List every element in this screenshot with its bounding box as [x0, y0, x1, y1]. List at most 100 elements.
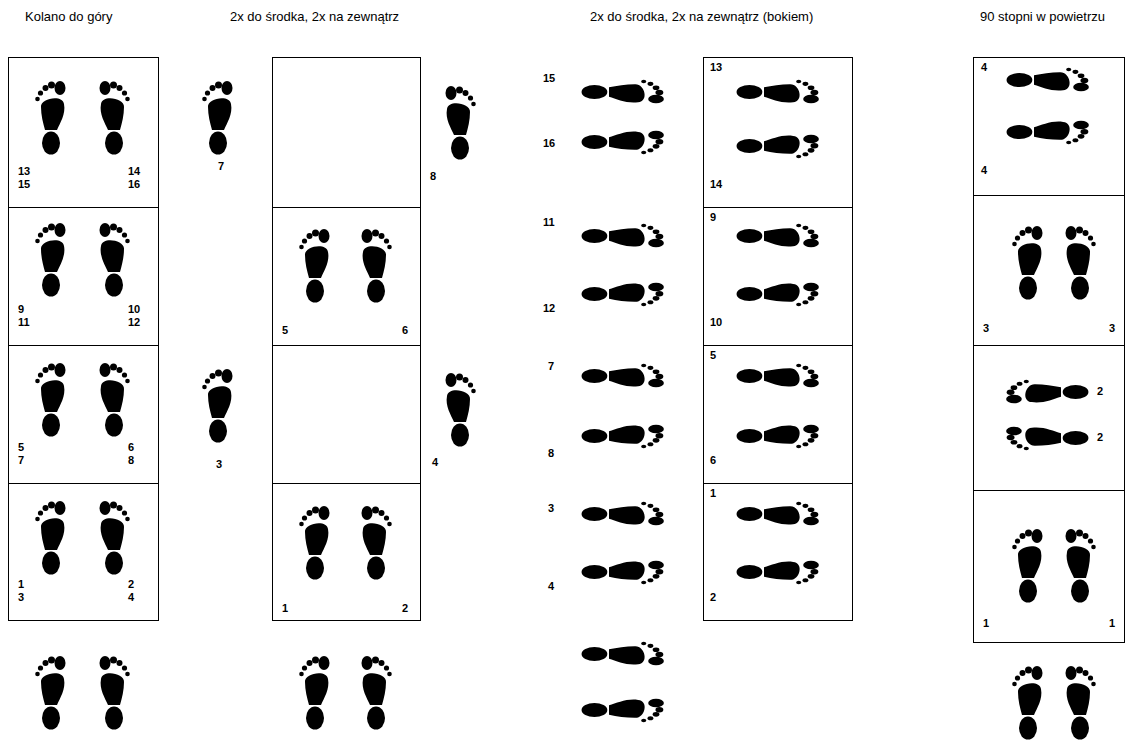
- foot-print: [35, 363, 65, 437]
- step-number: 4: [128, 591, 134, 604]
- step-number: 4: [548, 580, 554, 593]
- step-number: 3: [548, 502, 554, 515]
- foot-print: [446, 373, 476, 447]
- foot-print: [737, 135, 819, 159]
- step-number: 2: [710, 591, 716, 604]
- step-number: 4: [981, 61, 987, 74]
- step-number: 4: [432, 456, 438, 469]
- step-number: 1: [18, 578, 24, 591]
- step-number: 11: [543, 216, 555, 229]
- ladder-box: 12: [272, 483, 421, 621]
- foot-print: [446, 86, 476, 160]
- step-number: 4: [981, 164, 987, 177]
- foot-print: [100, 656, 130, 730]
- step-number: 3: [18, 591, 24, 604]
- foot-print: [299, 229, 329, 303]
- step-number: 3: [216, 458, 222, 471]
- foot-print: [1012, 529, 1042, 603]
- foot-print: [582, 642, 664, 666]
- foot-print: [100, 501, 130, 575]
- step-number: 8: [548, 447, 554, 460]
- step-number: 12: [128, 316, 140, 329]
- step-number: 2: [1097, 431, 1103, 444]
- ladder-box: 5678: [8, 345, 159, 484]
- step-number: 7: [218, 160, 224, 173]
- step-number: 5: [282, 324, 288, 337]
- foot-print: [737, 561, 819, 585]
- foot-print: [582, 425, 664, 449]
- foot-print: [582, 80, 664, 104]
- step-number: 16: [543, 137, 555, 150]
- ladder-box: 56: [272, 207, 421, 346]
- foot-print: [35, 223, 65, 297]
- foot-print: [1066, 226, 1096, 300]
- foot-print: [35, 656, 65, 730]
- foot-print: [1012, 666, 1042, 740]
- ladder-box: 12: [703, 483, 853, 621]
- foot-print: [35, 501, 65, 575]
- step-number: 7: [548, 360, 554, 373]
- foot-print: [582, 561, 664, 585]
- foot-print: [737, 283, 819, 307]
- column-title: 90 stopni w powietrzu: [980, 9, 1105, 25]
- foot-print: [737, 364, 819, 388]
- ladder-box: 13 14: [703, 57, 853, 208]
- step-number: 15: [543, 72, 555, 85]
- step-number: 2: [402, 602, 408, 615]
- step-number: 15: [18, 178, 30, 191]
- column-title: 2x do środka, 2x na zewnątrz: [230, 9, 399, 25]
- ladder-box: 1234: [8, 483, 159, 621]
- step-number: 7: [18, 454, 24, 467]
- step-number: 3: [1109, 322, 1115, 335]
- foot-print: [582, 364, 664, 388]
- ladder-box: [273, 58, 421, 208]
- step-number: 14: [710, 178, 722, 191]
- ladder-box: 56: [703, 345, 853, 484]
- foot-print: [582, 502, 664, 526]
- ladder-box: 9 10: [703, 207, 853, 346]
- column-title: Kolano do góry: [25, 9, 112, 25]
- foot-print: [1006, 380, 1088, 404]
- ladder-box: 13141516: [8, 57, 159, 208]
- foot-print: [582, 224, 664, 248]
- foot-print: [582, 131, 664, 155]
- foot-print: [737, 425, 819, 449]
- foot-print: [100, 363, 130, 437]
- foot-print: [100, 223, 130, 297]
- foot-print: [1007, 68, 1089, 92]
- step-number: 6: [710, 454, 716, 467]
- step-number: 13: [710, 61, 722, 74]
- foot-print: [100, 81, 130, 155]
- column-title: 2x do środka, 2x na zewnątrz (bokiem): [590, 9, 813, 25]
- foot-print: [202, 369, 232, 443]
- step-number: 12: [543, 302, 555, 315]
- step-number: 14: [128, 165, 140, 178]
- foot-print: [737, 502, 819, 526]
- ladder-box: 9101112: [8, 207, 159, 346]
- step-number: 1: [1109, 617, 1115, 630]
- foot-print: [1066, 666, 1096, 740]
- ladder-box: 11: [973, 490, 1125, 643]
- foot-print: [362, 506, 392, 580]
- foot-print: [362, 656, 392, 730]
- ladder-box: 33: [973, 195, 1125, 346]
- step-number: 10: [128, 303, 140, 316]
- step-number: 9: [710, 211, 716, 224]
- foot-print: [737, 80, 819, 104]
- foot-print: [299, 506, 329, 580]
- step-number: 11: [18, 316, 30, 329]
- step-number: 1: [282, 602, 288, 615]
- step-number: 6: [128, 441, 134, 454]
- step-number: 3: [983, 322, 989, 335]
- foot-print: [737, 224, 819, 248]
- step-number: 16: [128, 178, 140, 191]
- step-number: 10: [710, 316, 722, 329]
- foot-print: [1007, 121, 1089, 145]
- ladder-box: [273, 346, 421, 484]
- foot-print: [362, 229, 392, 303]
- step-number: 6: [402, 324, 408, 337]
- step-number: 1: [983, 617, 989, 630]
- step-number: 8: [430, 170, 436, 183]
